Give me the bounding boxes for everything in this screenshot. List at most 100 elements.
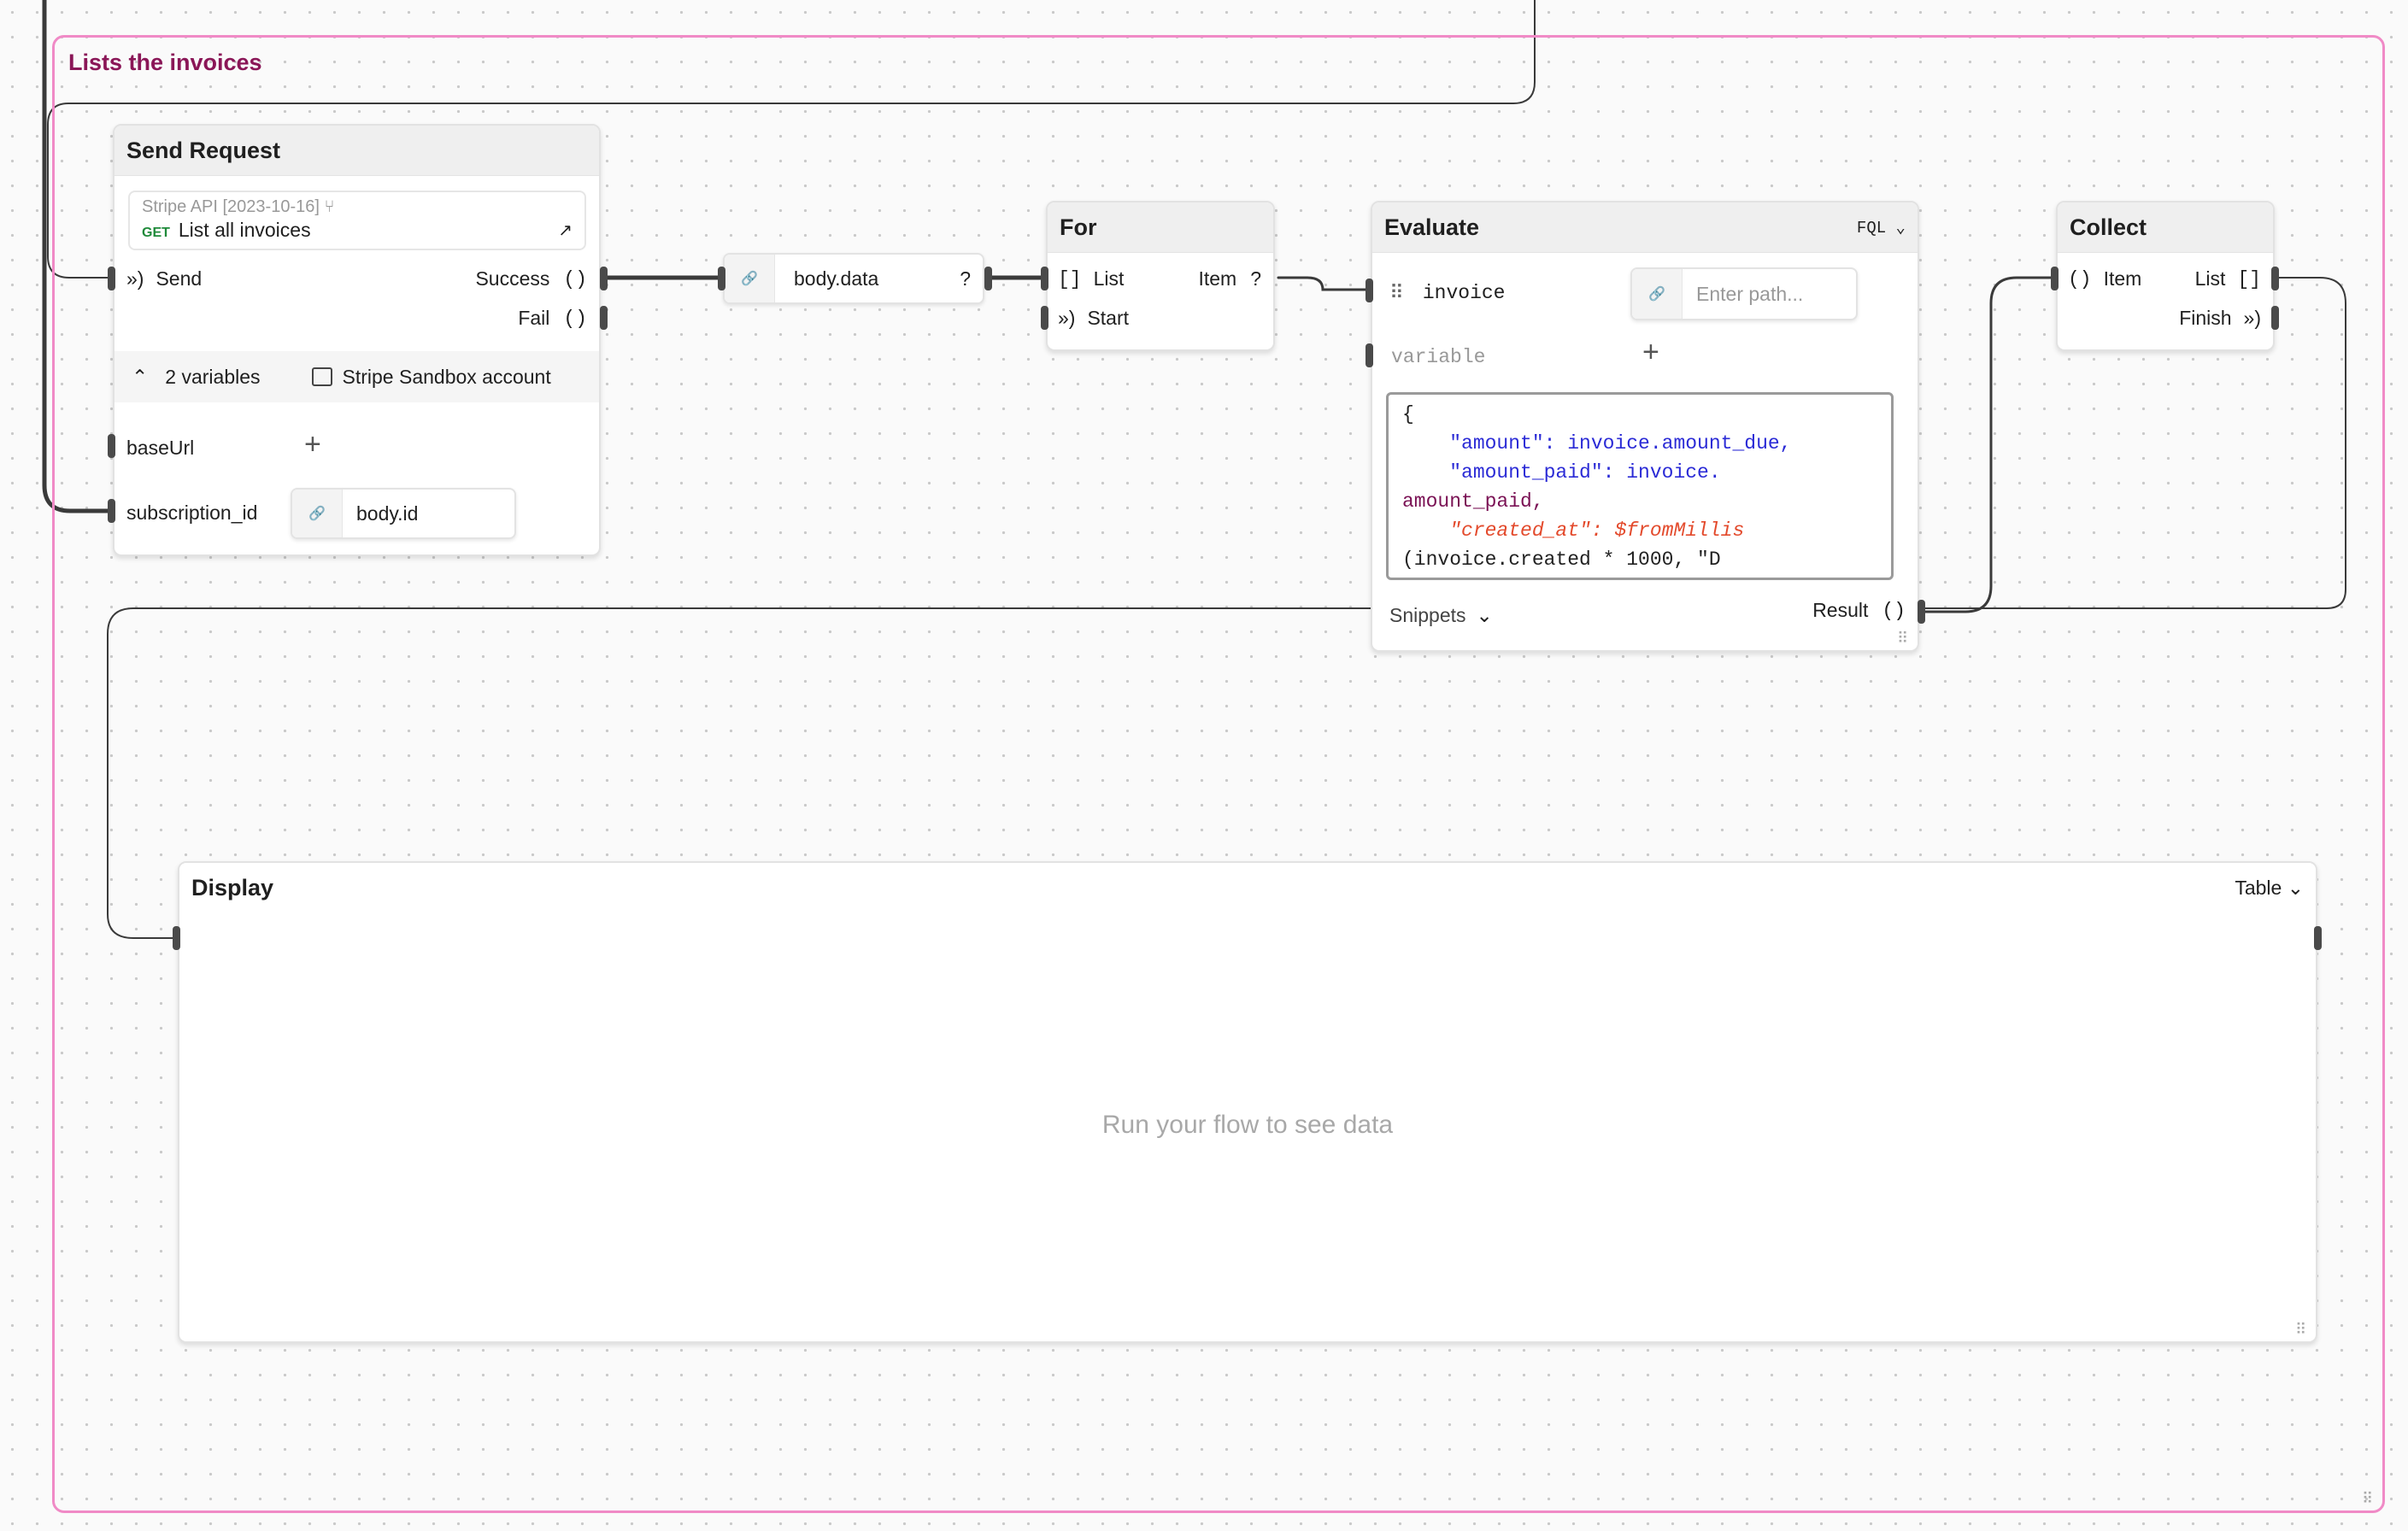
signal-icon: ») — [1058, 307, 1076, 329]
object-type-icon: () — [1882, 599, 1906, 622]
collect-finish-row: Finish ») — [2179, 307, 2261, 330]
collect-node[interactable]: Collect () Item List [] Finish ») — [2056, 201, 2275, 351]
send-trigger-row: ») Send — [126, 267, 202, 290]
chevron-up-icon[interactable]: ⌃ — [132, 365, 149, 388]
fail-label: Fail — [518, 307, 550, 329]
display-node[interactable]: Display Table ⌄ Run your flow to see dat… — [178, 861, 2317, 1343]
path-placeholder: Enter path... — [1696, 282, 1804, 305]
display-header: Display Table ⌄ — [179, 863, 2316, 912]
path-output-port[interactable] — [984, 267, 992, 290]
collect-item-row: () Item — [2068, 267, 2141, 290]
for-start-row: ») Start — [1058, 307, 1129, 330]
send-request-node[interactable]: Send Request Stripe API [2023-10-16] ⑂ G… — [113, 124, 601, 556]
collect-finish-label: Finish — [2179, 307, 2232, 329]
collect-title: Collect — [2058, 202, 2273, 253]
evaluate-input-port[interactable] — [1366, 279, 1373, 302]
result-label: Result — [1812, 599, 1869, 621]
object-type-icon: () — [563, 267, 587, 290]
account-selector[interactable]: Stripe Sandbox account — [342, 365, 551, 388]
for-list-label: List — [1093, 267, 1125, 290]
group-frame[interactable]: Lists the invoices ⠿ — [52, 35, 2385, 1513]
account-icon — [311, 367, 332, 386]
display-output-port[interactable] — [2314, 926, 2322, 950]
chevron-down-icon: ⌄ — [1895, 218, 1906, 238]
display-resize-icon[interactable]: ⠿ — [2295, 1321, 2307, 1338]
code-editor[interactable]: { "amount": invoice.amount_due, "amount_… — [1386, 392, 1894, 580]
for-title: For — [1048, 202, 1273, 253]
signal-icon: ») — [126, 267, 144, 290]
invoice-path-input[interactable]: 🔗 Enter path... — [1630, 267, 1858, 320]
for-list-input-port[interactable] — [1041, 267, 1048, 290]
for-node[interactable]: For [] List Item ? ») Start — [1046, 201, 1275, 351]
group-resize-icon[interactable]: ⠿ — [2362, 1490, 2374, 1507]
array-type-icon: [] — [2237, 267, 2261, 290]
fail-output-row: Fail () — [518, 307, 587, 330]
code-line: { — [1402, 403, 1414, 425]
input-row-invoice: ⠿ invoice — [1389, 281, 1505, 304]
success-output-row: Success () — [475, 267, 587, 290]
evaluate-resize-icon[interactable]: ⠿ — [1897, 630, 1909, 647]
send-label: Send — [156, 267, 203, 290]
base-url-row: baseUrl — [126, 437, 194, 460]
add-base-url-icon[interactable]: + — [304, 428, 321, 460]
link-icon: 🔗 — [292, 490, 343, 537]
evaluate-header: Evaluate FQL ⌄ — [1372, 202, 1918, 253]
chevron-down-icon: ⌄ — [2287, 876, 2304, 899]
collect-finish-output-port[interactable] — [2271, 306, 2279, 330]
code-line: "amount": invoice.amount_due, — [1402, 432, 1792, 455]
api-name: Stripe API [2023-10-16] — [142, 197, 320, 216]
new-variable-input-port[interactable] — [1366, 343, 1373, 367]
display-input-port[interactable] — [173, 926, 180, 950]
for-item-row: Item ? — [1198, 267, 1261, 290]
path-type: ? — [960, 267, 971, 290]
subscription-id-input-port[interactable] — [108, 499, 115, 523]
add-variable-icon[interactable]: + — [1642, 336, 1659, 368]
drag-handle-icon[interactable]: ⠿ — [1389, 281, 1404, 303]
collect-item-label: Item — [2103, 267, 2142, 290]
fail-output-port[interactable] — [600, 306, 608, 330]
evaluate-node[interactable]: Evaluate FQL ⌄ ⠿ invoice 🔗 Enter path...… — [1371, 201, 1919, 652]
subscription-id-value: body.id — [356, 502, 419, 525]
link-icon: 🔗 — [1632, 269, 1683, 319]
http-method-badge: GET — [142, 226, 170, 240]
display-empty-message: Run your flow to see data — [1101, 1111, 1394, 1139]
subscription-id-row: subscription_id — [126, 502, 257, 525]
for-item-type: ? — [1250, 267, 1261, 290]
for-start-input-port[interactable] — [1041, 306, 1048, 330]
collect-item-input-port[interactable] — [2051, 267, 2059, 290]
subscription-id-path-chip[interactable]: 🔗 body.id — [291, 488, 516, 539]
new-variable-input[interactable]: variable — [1391, 346, 1486, 368]
input-name[interactable]: invoice — [1422, 281, 1506, 304]
collect-list-output-port[interactable] — [2271, 267, 2279, 290]
collect-list-row: List [] — [2195, 267, 2261, 290]
variables-toggle[interactable]: 2 variables — [165, 365, 261, 388]
send-input-port[interactable] — [108, 267, 115, 290]
evaluate-title: Evaluate — [1384, 214, 1480, 240]
success-label: Success — [475, 267, 550, 290]
code-line: "created_at": $fromMillis — [1402, 519, 1745, 542]
body-data-path-node[interactable]: 🔗 body.data ? — [723, 253, 984, 304]
object-type-icon: () — [2068, 267, 2092, 290]
base-url-label: baseUrl — [126, 437, 195, 459]
chevron-down-icon: ⌄ — [1476, 604, 1493, 626]
success-output-port[interactable] — [600, 267, 608, 290]
array-type-icon: [] — [1058, 267, 1082, 290]
code-line: amount_paid, — [1402, 490, 1544, 513]
language-selector[interactable]: FQL ⌄ — [1856, 218, 1906, 238]
display-title: Display — [191, 874, 274, 900]
snippets-dropdown[interactable]: Snippets ⌄ — [1389, 604, 1493, 626]
open-external-icon[interactable]: ↗ — [558, 221, 573, 240]
display-mode-selector[interactable]: Table ⌄ — [2235, 876, 2304, 899]
subscription-id-label: subscription_id — [126, 502, 258, 524]
base-url-input-port[interactable] — [108, 434, 115, 458]
fork-icon: ⑂ — [324, 197, 335, 216]
signal-icon: ») — [2243, 307, 2261, 329]
code-line: "amount_paid": invoice. — [1402, 461, 1721, 484]
result-output-row: Result () — [1812, 599, 1906, 622]
send-request-title: Send Request — [115, 126, 599, 176]
result-output-port[interactable] — [1918, 600, 1925, 624]
for-start-label: Start — [1087, 307, 1130, 329]
path-input-port[interactable] — [718, 267, 725, 290]
link-icon: 🔗 — [725, 255, 775, 302]
